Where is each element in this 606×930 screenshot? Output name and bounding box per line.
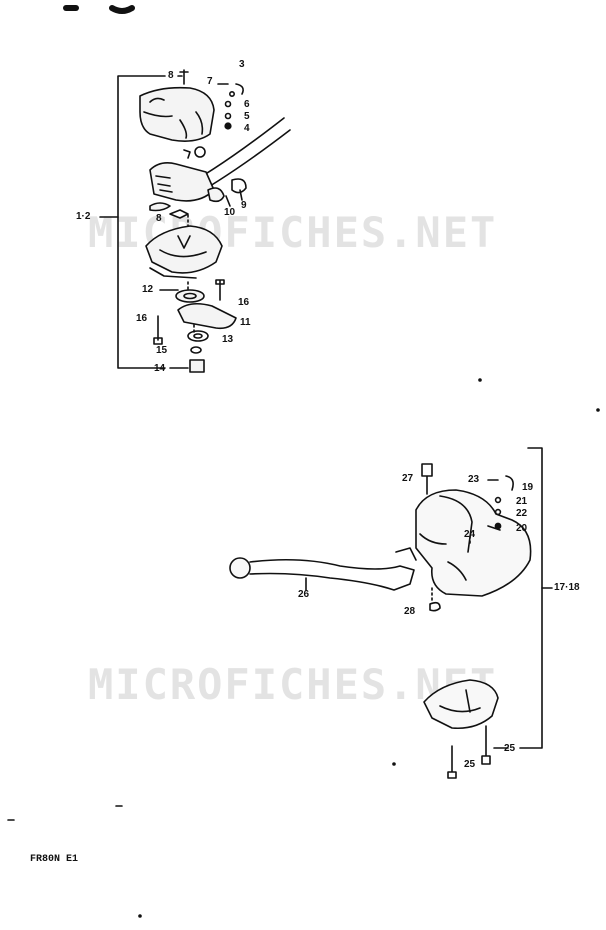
callout-16-right: 16 (238, 297, 250, 308)
part-28 (429, 601, 441, 612)
callout-24: 24 (464, 529, 476, 540)
dot-mark (478, 378, 482, 382)
leader-9 (239, 189, 243, 201)
callout-26: 26 (298, 589, 310, 600)
clamp-11 (177, 302, 237, 330)
callout-8-lower: 8 (156, 213, 162, 224)
ball-7 (229, 91, 236, 98)
callout-25-right: 25 (504, 743, 516, 754)
washer-12 (175, 289, 205, 303)
callout-1-2: 1·2 (76, 211, 91, 222)
callout-4: 4 (244, 123, 250, 134)
bolt-16-right (215, 279, 225, 301)
callout-3: 3 (239, 59, 245, 70)
callout-9: 9 (241, 200, 247, 211)
callout-11: 11 (240, 317, 251, 328)
callout-6: 6 (244, 99, 250, 110)
connector (169, 209, 189, 219)
callout-13: 13 (222, 334, 234, 345)
callout-25-left: 25 (464, 759, 476, 770)
bracket-1-2 (117, 75, 166, 369)
callout-8-top: 8 (168, 70, 174, 81)
lever-26 (229, 547, 417, 591)
lower-cover (423, 679, 499, 730)
callout-27: 27 (402, 473, 414, 484)
part-20 (494, 522, 502, 530)
callout-19: 19 (522, 482, 534, 493)
bolt-25-right (481, 725, 491, 765)
callout-5: 5 (244, 111, 250, 122)
model-code: FR80N E1 (30, 854, 79, 865)
part-5 (224, 112, 232, 120)
washer-13 (187, 330, 209, 342)
bolt-16-left (153, 315, 163, 345)
part-9 (231, 178, 247, 194)
callout-12: 12 (142, 284, 154, 295)
lower-switch-housing (145, 225, 223, 279)
screw-8-top (179, 69, 189, 85)
callout-17-18: 17·18 (554, 582, 580, 593)
callout-15: 15 (156, 345, 168, 356)
stray-dot-2 (138, 914, 142, 918)
spring-19 (505, 475, 514, 491)
spring-3 (235, 83, 244, 95)
callout-21: 21 (516, 496, 528, 507)
stray-dot-1 (392, 762, 396, 766)
part-21 (494, 496, 502, 504)
callout-7: 7 (207, 76, 213, 87)
part-22 (494, 508, 502, 516)
lever-holder (415, 489, 532, 597)
bolt-25-left (447, 745, 457, 779)
leader-10 (225, 195, 231, 207)
part-10 (207, 187, 225, 203)
axis-lower (431, 535, 471, 601)
bolt-14 (189, 359, 205, 373)
callout-22: 22 (516, 508, 528, 519)
callout-28: 28 (404, 606, 416, 617)
upper-switch-housing (139, 86, 215, 142)
callout-16-left: 16 (136, 313, 148, 324)
dot-mark-2 (596, 408, 600, 412)
callout-20: 20 (516, 523, 528, 534)
callout-23: 23 (468, 474, 480, 485)
callout-14: 14 (154, 363, 166, 374)
part-8-lower (149, 202, 171, 212)
callout-10: 10 (224, 207, 236, 218)
bolt-27 (421, 463, 433, 495)
part-4 (224, 122, 232, 130)
bracket-17-18 (519, 447, 543, 749)
part-15 (190, 346, 202, 354)
part-6 (224, 100, 232, 108)
top-mark-right (109, 5, 135, 14)
switch-body (149, 146, 215, 202)
